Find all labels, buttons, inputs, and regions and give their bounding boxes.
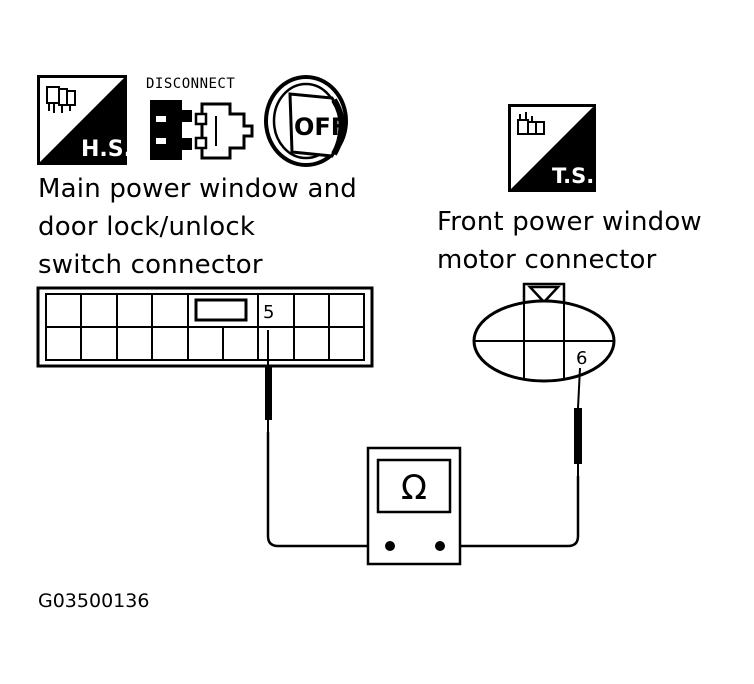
caption-line: Main power window and — [38, 174, 357, 204]
terminal-5-label: 5 — [263, 302, 274, 323]
disconnect-label: DISCONNECT — [146, 76, 236, 92]
terminal-6-label: 6 — [576, 348, 587, 369]
harness-side-icon: H.S. — [37, 75, 127, 165]
terminal-side-icon: T.S. — [508, 104, 596, 192]
ignition-key-off-icon: OFF — [262, 74, 354, 168]
motor-connector-caption: Front power window motor connector — [437, 203, 702, 279]
right-test-probe — [574, 367, 582, 476]
caption-line: motor connector — [437, 245, 657, 275]
harness-side-label: H.S. — [81, 137, 127, 162]
caption-line: door lock/unlock — [38, 212, 256, 242]
right-test-lead — [440, 476, 580, 548]
figure-id: G03500136 — [38, 590, 150, 612]
left-test-lead — [266, 432, 390, 548]
terminal-side-label: T.S. — [552, 164, 594, 188]
main-switch-connector-caption: Main power window and door lock/unlock s… — [38, 170, 357, 284]
ignition-off-label: OFF — [294, 113, 347, 141]
ohm-symbol: Ω — [401, 468, 427, 508]
main-switch-connector: 5 — [36, 286, 374, 368]
caption-line: Front power window — [437, 207, 702, 237]
motor-connector: 6 — [472, 282, 616, 383]
caption-line: switch connector — [38, 250, 263, 280]
ohmmeter: Ω — [366, 446, 462, 566]
left-test-probe — [265, 330, 272, 432]
disconnect-connector-icon — [144, 94, 260, 166]
